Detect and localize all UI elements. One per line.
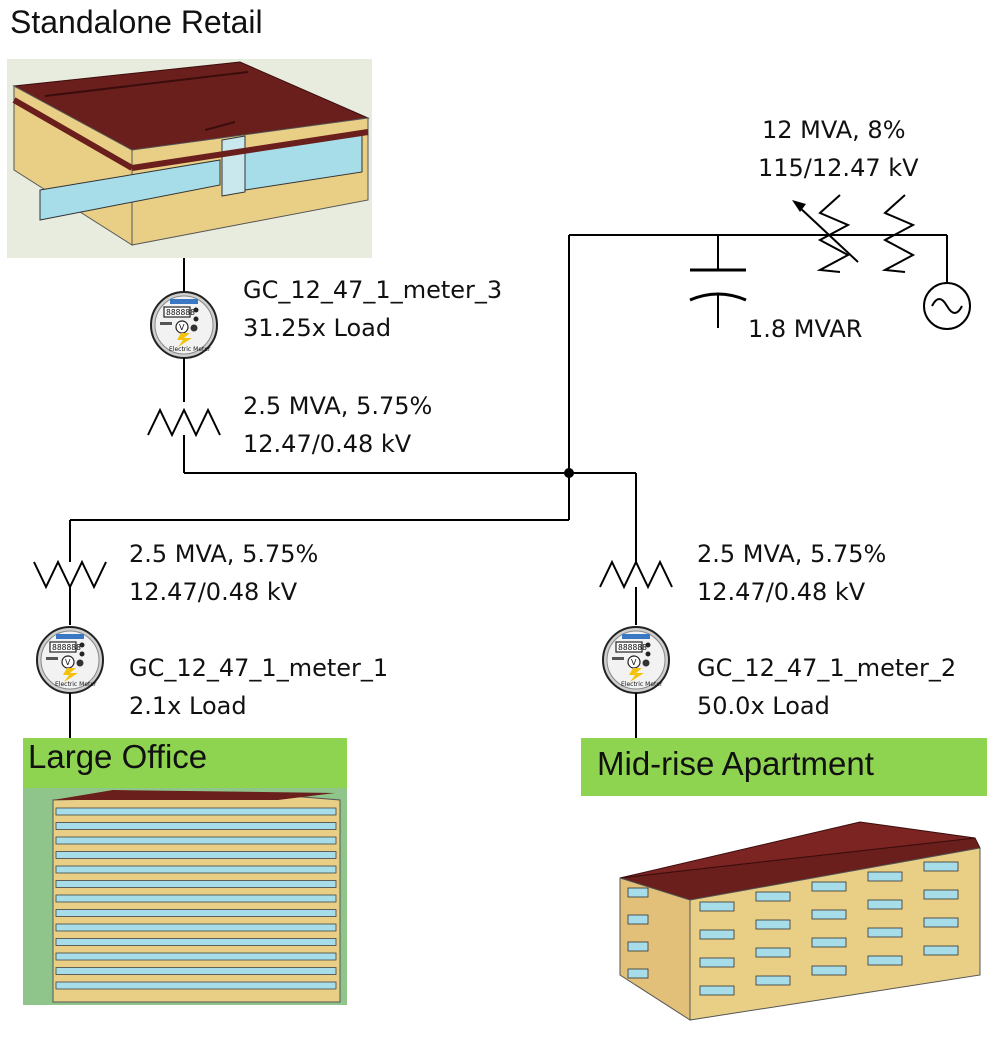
- apartment-title: Mid-rise Apartment: [597, 745, 874, 782]
- office-window-band: [55, 865, 337, 874]
- office-window-band: [55, 923, 337, 932]
- apartment-window: [923, 889, 959, 900]
- apartment-window: [627, 941, 649, 952]
- apartment-window: [811, 965, 847, 976]
- apartment-window: [811, 909, 847, 920]
- meter-3-icon: [150, 291, 218, 359]
- apartment-window: [867, 955, 903, 966]
- office-window-band: [55, 851, 337, 859]
- apartment-window: [923, 861, 959, 872]
- office-window-band: [55, 822, 337, 830]
- meter-2-icon: [602, 626, 670, 694]
- substation-transformer-voltage: 115/12.47 kV: [758, 154, 919, 182]
- office-window-band: [55, 894, 337, 903]
- office-window-band: [55, 836, 337, 845]
- office-building-image: [23, 788, 347, 1005]
- apartment-window: [755, 947, 791, 958]
- apartment-building-image: [619, 821, 981, 1021]
- apartment-window: [867, 927, 903, 938]
- office-window-band: [55, 880, 337, 888]
- apartment-window: [923, 945, 959, 956]
- apartment-window: [627, 887, 649, 898]
- meter-1-load: 2.1x Load: [129, 692, 247, 720]
- transformer-3-voltage: 12.47/0.48 kV: [243, 430, 412, 458]
- transformer-3-rating: 2.5 MVA, 5.75%: [243, 392, 432, 420]
- substation-transformer-icon: [792, 194, 916, 273]
- office-window-band: [55, 981, 337, 990]
- apartment-window: [699, 985, 735, 996]
- apartment-window: [699, 901, 735, 912]
- transformer-2-voltage: 12.47/0.48 kV: [697, 578, 866, 606]
- office-title: Large Office: [28, 738, 207, 775]
- transformer-2-rating: 2.5 MVA, 5.75%: [697, 540, 886, 568]
- apartment-window: [867, 899, 903, 910]
- meter-2-load: 50.0x Load: [697, 692, 830, 720]
- transformer-3-icon: [147, 407, 221, 438]
- transformer-2-icon: [599, 559, 673, 590]
- apartment-window: [811, 881, 847, 892]
- apartment-window: [755, 975, 791, 986]
- meter-3-name: GC_12_47_1_meter_3: [243, 276, 502, 304]
- meter-2-name: GC_12_47_1_meter_2: [697, 654, 956, 682]
- transformer-1-voltage: 12.47/0.48 kV: [129, 578, 298, 606]
- junction-node: [564, 468, 574, 478]
- apartment-window: [755, 891, 791, 902]
- office-label-box: [23, 738, 347, 788]
- meter-3-load: 31.25x Load: [243, 314, 391, 342]
- capacitor-icon: [689, 235, 747, 328]
- apartment-window: [699, 929, 735, 940]
- apartment-label-box: [581, 738, 987, 796]
- apartment-window: [699, 957, 735, 968]
- apartment-window: [867, 871, 903, 882]
- apartment-window: [627, 968, 649, 979]
- office-window-band: [55, 938, 337, 946]
- apartment-window: [755, 919, 791, 930]
- apartment-window: [811, 937, 847, 948]
- meter-1-icon: [36, 626, 104, 694]
- capacitor-label: 1.8 MVAR: [748, 315, 862, 343]
- office-window-band: [55, 807, 337, 816]
- apartment-window: [627, 914, 649, 925]
- office-window-band: [55, 909, 337, 917]
- retail-title: Standalone Retail: [10, 4, 263, 40]
- transformer-1-rating: 2.5 MVA, 5.75%: [129, 540, 318, 568]
- transformer-1-icon: [33, 559, 107, 590]
- substation-transformer-rating: 12 MVA, 8%: [762, 116, 906, 144]
- meter-1-name: GC_12_47_1_meter_1: [129, 654, 388, 682]
- office-window-band: [55, 967, 337, 975]
- apartment-window: [923, 917, 959, 928]
- retail-building-image: [7, 59, 372, 258]
- ac-source-icon: [923, 282, 971, 330]
- office-window-band: [55, 952, 337, 961]
